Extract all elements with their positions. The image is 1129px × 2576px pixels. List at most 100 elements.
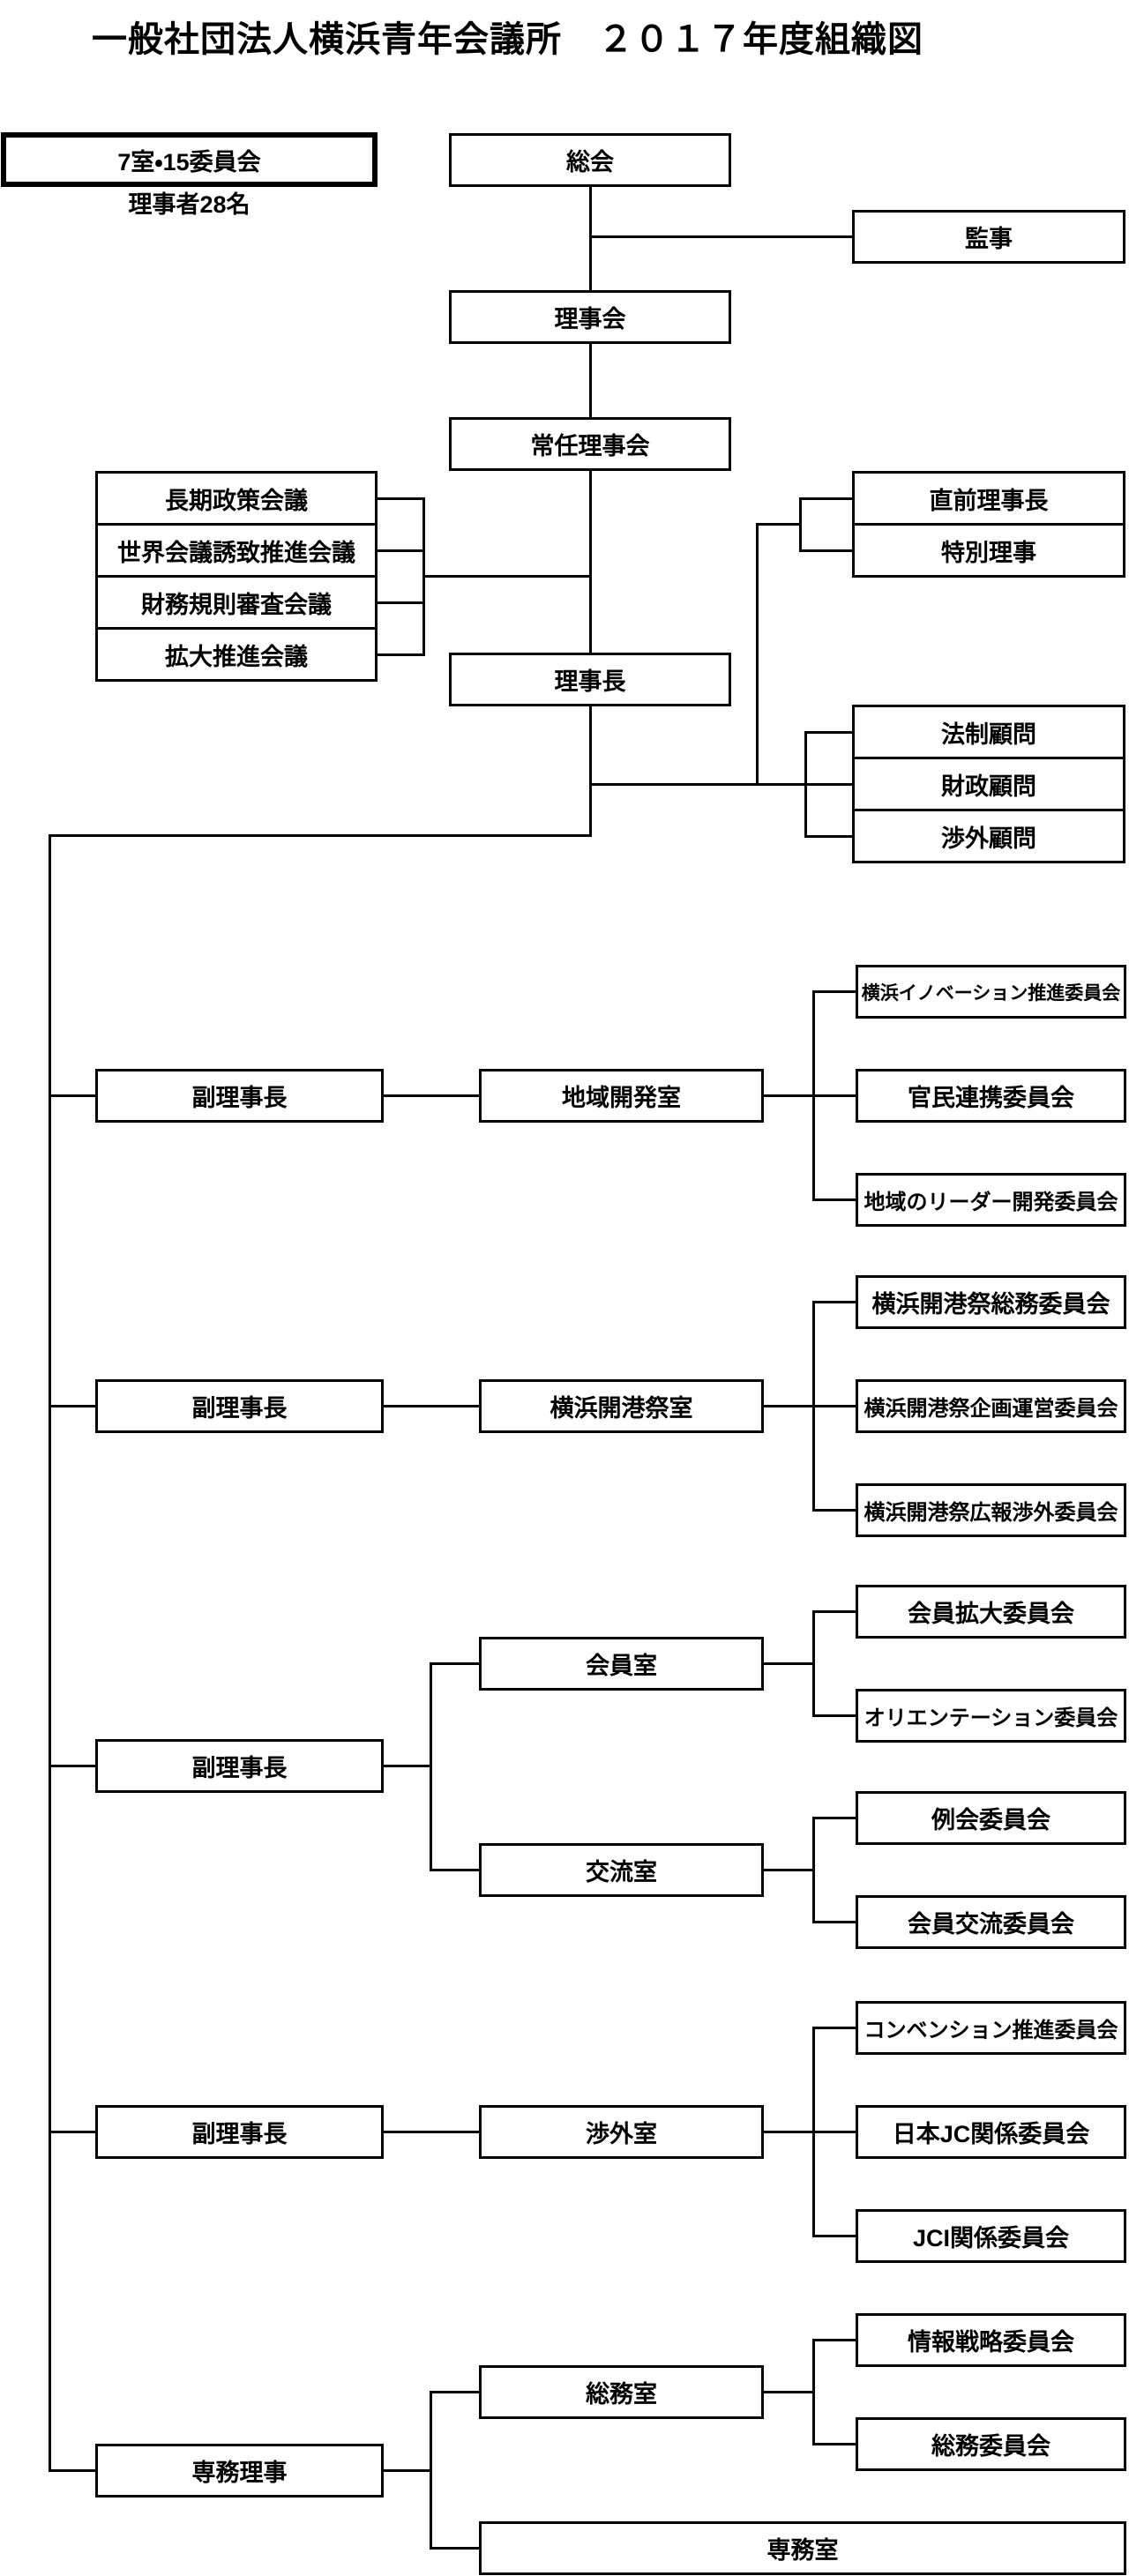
org-box-label: 会員交流委員会 [908, 1911, 1074, 1938]
connector-line [813, 2026, 856, 2029]
connector-line [805, 834, 852, 838]
org-box-chiiki-kaihatsu-shitsu: 地域開発室 [479, 1069, 764, 1123]
connector-line [378, 497, 423, 500]
connector-line [49, 1094, 95, 1097]
org-box-label: 財務規則審査会議 [141, 591, 332, 618]
connector-line [384, 2468, 430, 2472]
org-box-label: 特別理事 [941, 539, 1036, 566]
org-box-kaiin-koryu: 会員交流委員会 [856, 1895, 1126, 1949]
connector-line [430, 1661, 479, 1665]
connector-line [378, 549, 423, 552]
connector-line [811, 1300, 815, 1512]
org-box-label: 横浜開港祭総務委員会 [871, 1291, 1110, 1318]
org-box-label: 例会委員会 [931, 1807, 1050, 1833]
org-box-label: オリエンテーション委員会 [864, 1706, 1118, 1730]
connector-line [49, 1404, 95, 1407]
connector-line [378, 601, 423, 604]
connector-line [764, 2390, 813, 2393]
org-box-shogai-shitsu: 渉外室 [479, 2105, 764, 2159]
org-box-fuku-rijicho-2: 副理事長 [95, 1379, 384, 1433]
org-box-label: 日本JC関係委員会 [892, 2121, 1090, 2147]
org-box-label: 横浜開港祭企画運営委員会 [864, 1397, 1118, 1421]
connector-line [813, 1609, 856, 1613]
org-box-legend-box: 7室・15委員会 [1, 132, 378, 187]
org-box-kanji: 監事 [852, 210, 1125, 264]
connector-line [764, 1094, 856, 1097]
connector-line [430, 2390, 479, 2393]
page-title: 一般社団法人横浜青年会議所 ２０１７年度組織図 [92, 20, 923, 59]
org-box-chokuzen-rijicho: 直前理事長 [852, 471, 1125, 526]
connector-line [384, 1764, 430, 1767]
org-box-kaikosai-koho-shogai: 横浜開港祭広報渉外委員会 [856, 1483, 1126, 1537]
org-box-tokubetsu-riji: 特別理事 [852, 523, 1125, 578]
org-box-label: 監事 [965, 226, 1013, 252]
org-box-label: 副理事長 [191, 2121, 288, 2147]
org-box-kaiin-kakudai: 会員拡大委員会 [856, 1585, 1126, 1639]
org-box-label: 世界会議誘致推進会議 [117, 539, 355, 566]
org-box-senmu-riji: 専務理事 [95, 2444, 384, 2498]
connector-line [805, 782, 852, 786]
org-box-kaiin-shitsu: 会員室 [479, 1637, 764, 1691]
connector-line [800, 497, 852, 500]
connector-line [378, 653, 423, 656]
connector-line [757, 522, 800, 526]
org-box-kaikosai-shitsu: 横浜開港祭室 [479, 1379, 764, 1433]
org-box-label: 総務室 [586, 2381, 657, 2408]
org-box-label: 交流室 [586, 1859, 657, 1885]
org-box-sokai: 総会 [449, 133, 731, 187]
connector-line [764, 1868, 813, 1871]
org-box-label: 理事長 [554, 668, 626, 695]
org-box-rijicho: 理事長 [449, 653, 731, 706]
org-box-senmu-shitsu: 専務室 [479, 2521, 1126, 2575]
org-box-label: 会員拡大委員会 [908, 1601, 1074, 1627]
connector-line [384, 2130, 479, 2133]
org-box-yokohama-innovation: 横浜イノベーション推進委員会 [856, 965, 1126, 1019]
connector-line [49, 833, 590, 837]
org-box-jci-kankei: JCI関係委員会 [856, 2209, 1126, 2263]
org-box-label: 渉外顧問 [941, 825, 1036, 852]
connector-line [811, 1609, 815, 1717]
org-box-sekai-kaigi-yuchi: 世界会議誘致推進会議 [95, 523, 378, 578]
org-box-label: 財政顧問 [941, 773, 1036, 800]
org-box-kaikosai-kikaku-unei: 横浜開港祭企画運営委員会 [856, 1379, 1126, 1433]
connector-line [813, 2338, 856, 2341]
org-box-orientation-iinkai: オリエンテーション委員会 [856, 1689, 1126, 1743]
org-box-label: 副理事長 [191, 1395, 288, 1422]
connector-line [811, 1816, 815, 1923]
connector-line [811, 2338, 815, 2445]
connector-line [588, 705, 592, 837]
connector-line [813, 2442, 856, 2445]
org-box-label: 7室・15委員会 [117, 148, 261, 175]
org-box-label: 直前理事長 [929, 487, 1049, 514]
org-box-label: 拡大推進会議 [165, 643, 308, 670]
connector-line [798, 497, 802, 552]
connector-line [429, 2390, 432, 2550]
org-box-label: 副理事長 [191, 1755, 288, 1781]
connector-line [811, 2026, 815, 2237]
connector-line [813, 1816, 856, 1819]
org-box-kakudai-suishin-kaigi: 拡大推進会議 [95, 627, 378, 682]
org-box-fuku-rijicho-1: 副理事長 [95, 1069, 384, 1123]
connector-line [813, 1714, 856, 1717]
connector-line [813, 1300, 856, 1303]
connector-line [764, 1661, 813, 1665]
connector-line [764, 2130, 856, 2133]
org-box-fuku-rijicho-4: 副理事長 [95, 2105, 384, 2159]
connector-line [755, 522, 759, 786]
connector-line [813, 2234, 856, 2237]
org-box-label: 横浜開港祭広報渉外委員会 [864, 1501, 1118, 1525]
org-box-label: JCI関係委員会 [912, 2225, 1070, 2251]
org-box-jonin-rijikai: 常任理事会 [449, 417, 731, 471]
connector-line [813, 1920, 856, 1923]
org-box-label: 理事者28名 [128, 190, 250, 218]
connector-line [49, 1764, 95, 1767]
connector-line [590, 782, 805, 786]
connector-line [588, 185, 592, 292]
connector-line [813, 989, 856, 993]
org-box-chiiki-leader-kaihatsu: 地域のリーダー開発委員会 [856, 1173, 1126, 1227]
connector-line [48, 833, 51, 2472]
org-box-fuku-rijicho-3: 副理事長 [95, 1739, 384, 1793]
org-box-label: 長期政策会議 [165, 487, 308, 514]
connector-line [800, 549, 852, 552]
